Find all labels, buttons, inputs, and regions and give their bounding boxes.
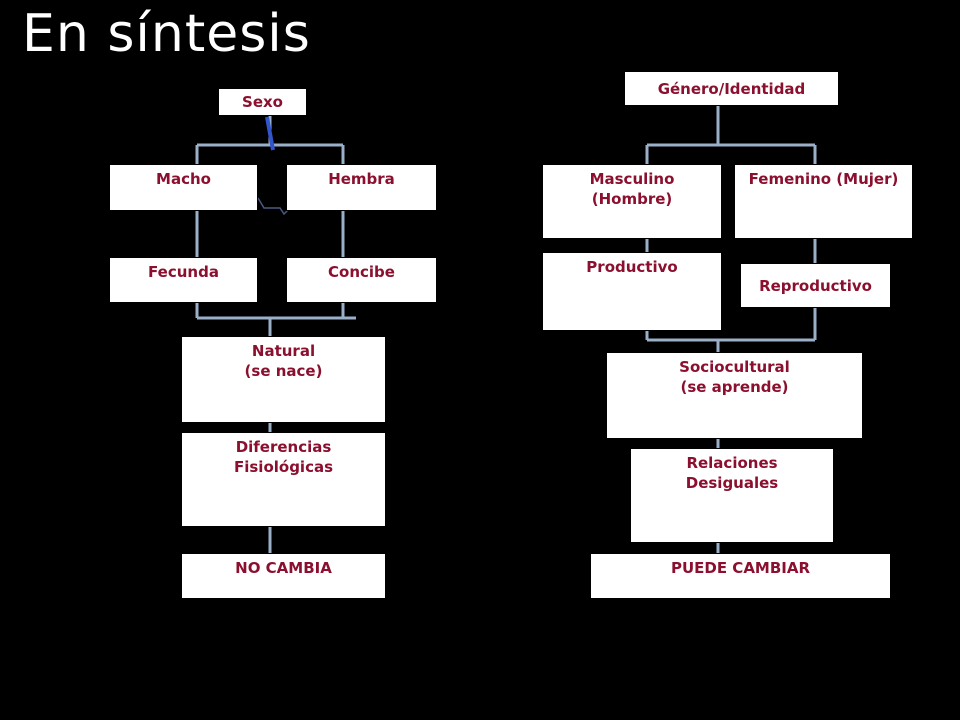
sexo-box: Sexo [218,88,307,116]
productivo-box: Productivo [542,252,722,331]
femenino-box: Femenino (Mujer) [734,164,913,239]
sexo-accent-line [265,116,275,151]
puede-cambiar-box: PUEDE CAMBIAR [590,553,891,599]
concibe-box: Concibe [286,257,437,303]
macho-box: Macho [109,164,258,211]
diferencias-box: Diferencias Fisiológicas [181,432,386,527]
relaciones-box: Relaciones Desiguales [630,448,834,543]
fecunda-box: Fecunda [109,257,258,303]
genero-box: Género/Identidad [624,71,839,106]
reproductivo-box: Reproductivo [740,263,891,308]
masculino-box: Masculino (Hombre) [542,164,722,239]
sociocultural-box: Sociocultural (se aprende) [606,352,863,439]
swap-arrow-icon [257,197,291,216]
natural-box: Natural (se nace) [181,336,386,423]
hembra-box: Hembra [286,164,437,211]
page-title: En síntesis [22,4,311,64]
no-cambia-box: NO CAMBIA [181,553,386,599]
